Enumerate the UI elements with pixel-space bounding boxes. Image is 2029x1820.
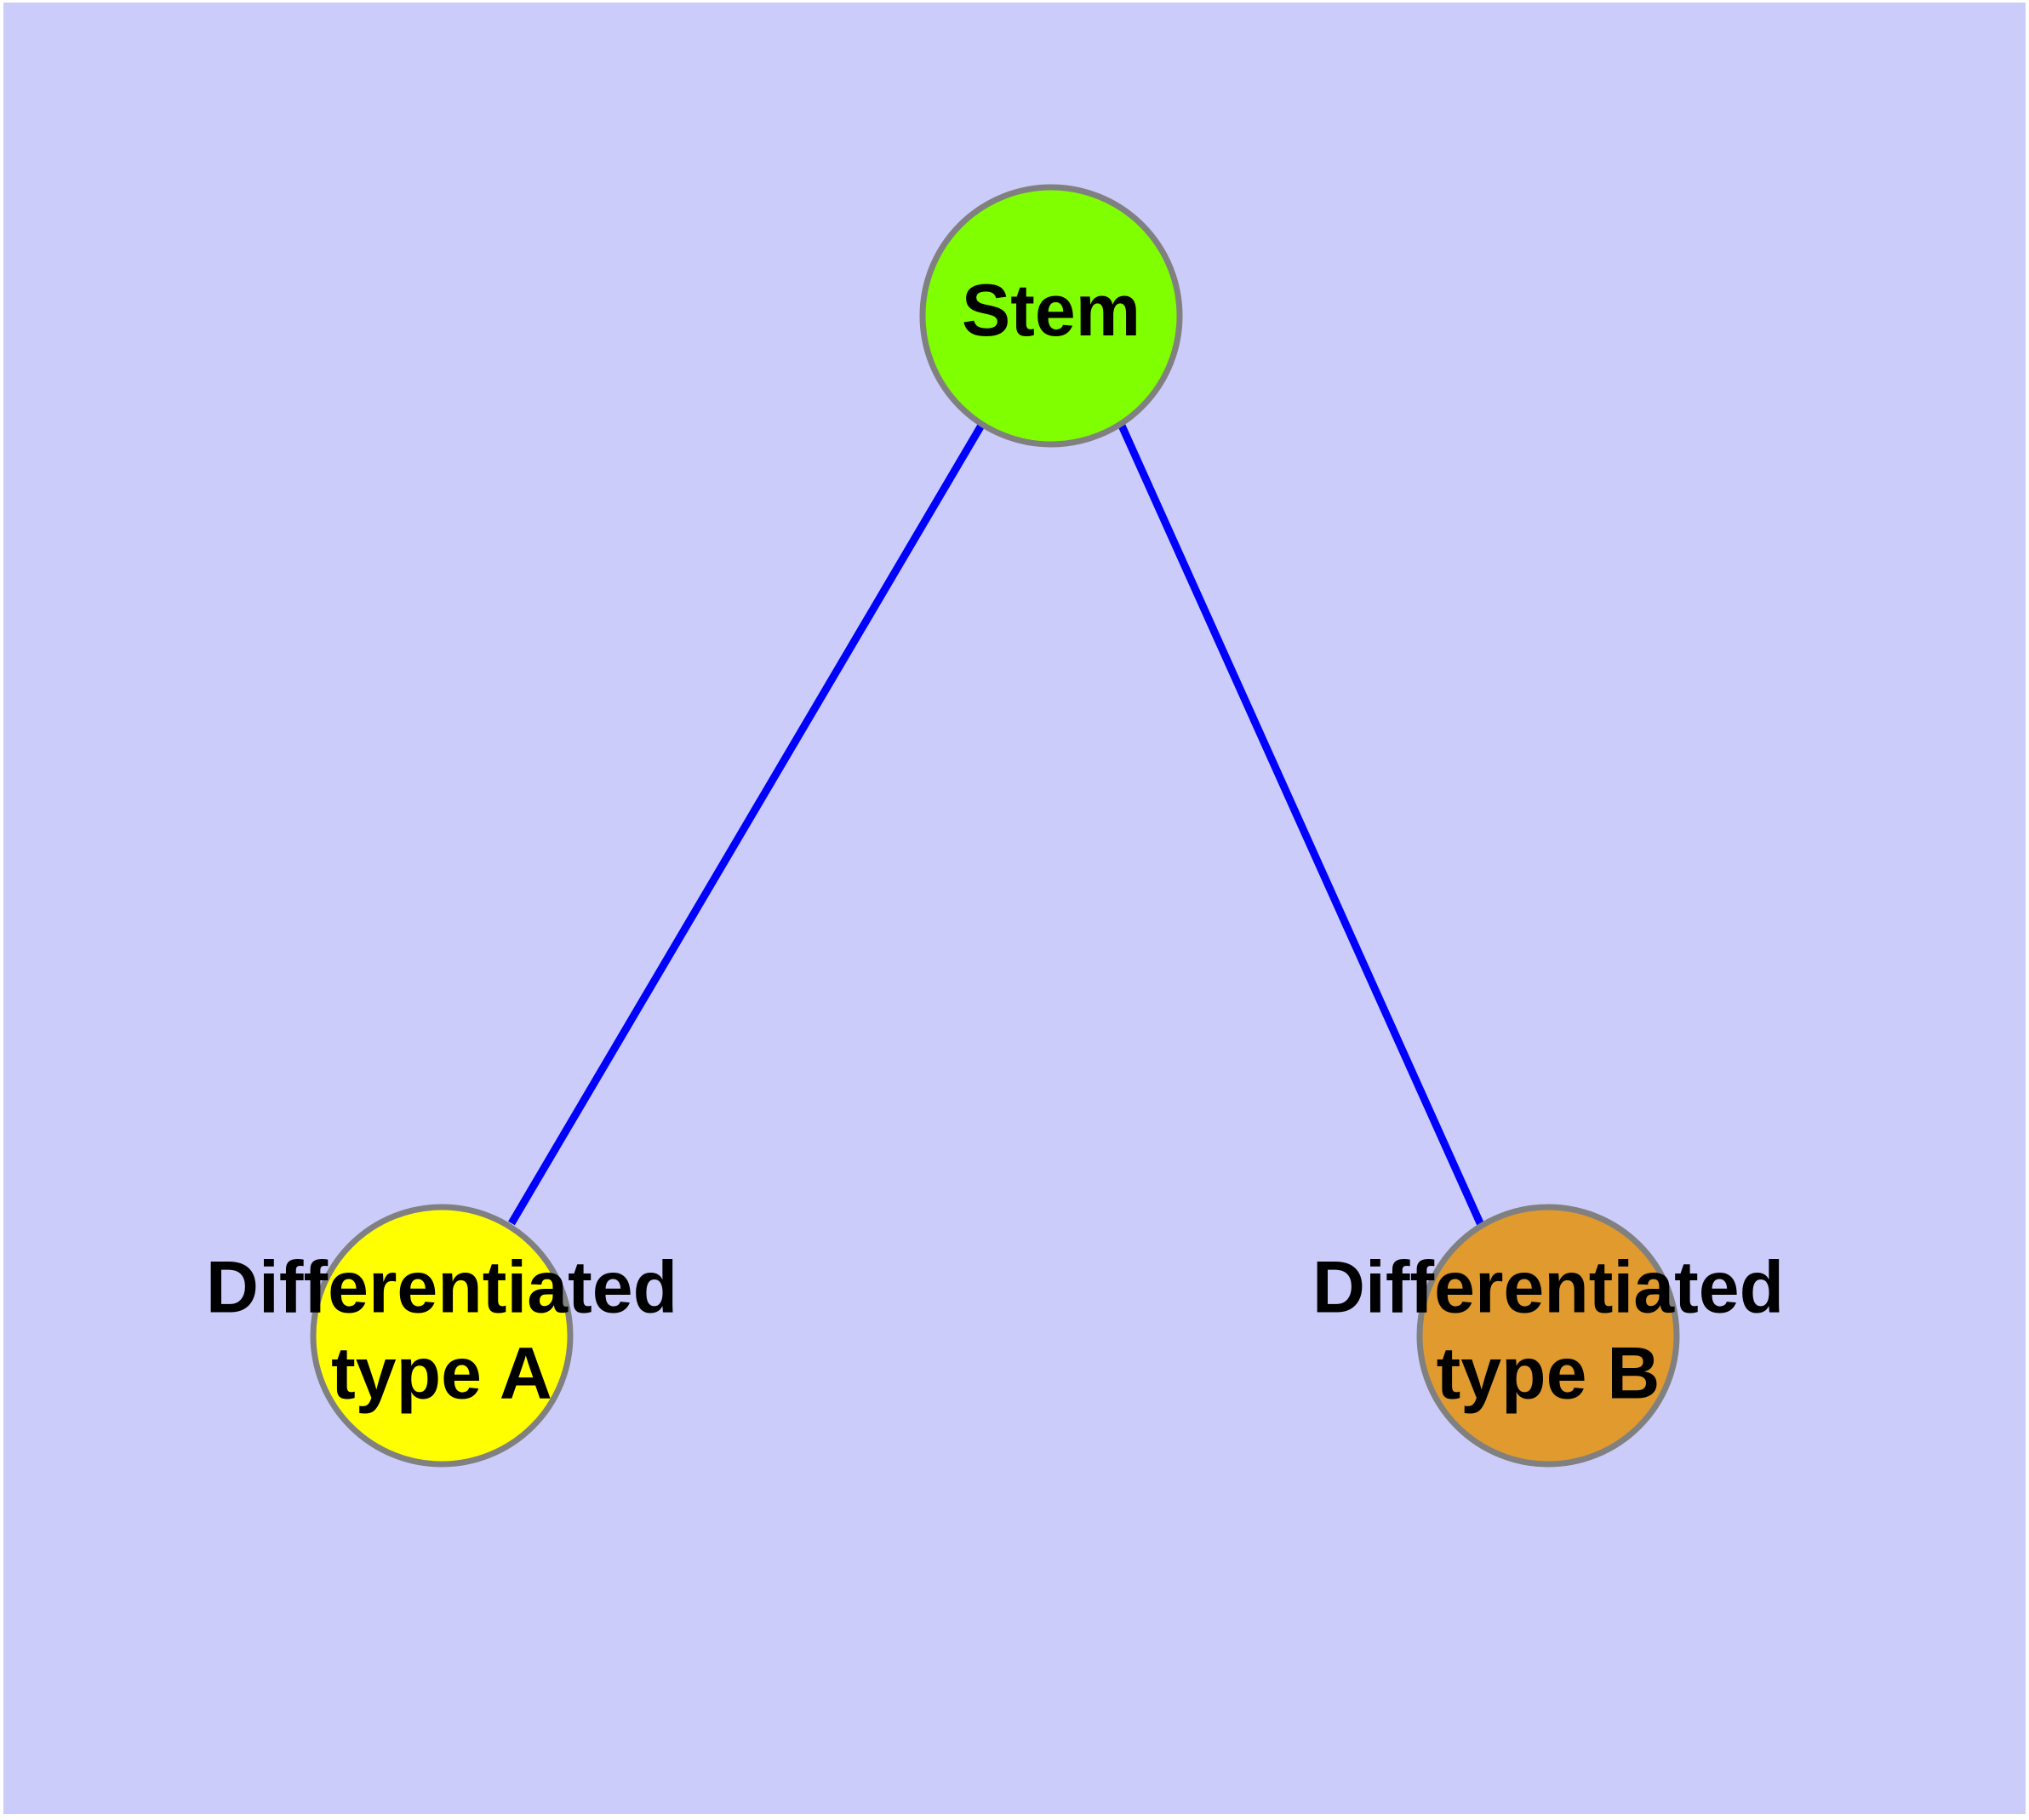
node-differentiated-type-a[interactable] [310,1204,574,1468]
node-label-line: Differentiated [206,1246,677,1328]
node-stem[interactable] [919,184,1183,448]
edge-stem-to-differentiated-type-a[interactable] [508,421,986,1226]
node-label-line: Stem [962,270,1140,352]
nodes-group [310,184,1680,1468]
node-circle-differentiated-type-a[interactable] [310,1204,574,1468]
node-differentiated-type-b[interactable] [1416,1204,1680,1468]
node-circle-stem[interactable] [919,184,1183,448]
edges-group [508,421,1485,1227]
node-label-line: type A [331,1332,552,1414]
node-label-stem: Stem [962,270,1140,352]
node-circle-differentiated-type-b[interactable] [1416,1204,1680,1468]
edge-stem-to-differentiated-type-b[interactable] [1117,424,1485,1227]
node-label-line: type B [1437,1332,1660,1414]
node-label-line: Differentiated [1312,1246,1784,1328]
